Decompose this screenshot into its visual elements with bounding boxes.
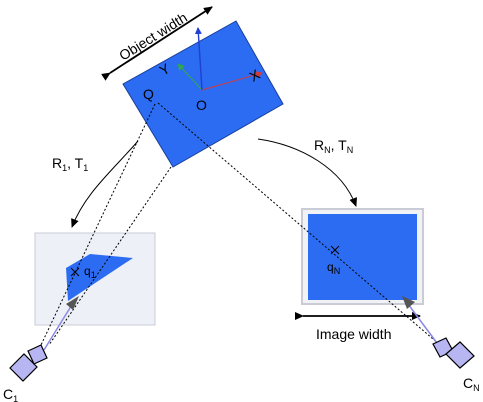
camera-1: [9, 344, 48, 382]
axis-y: [177, 63, 203, 91]
camera-1-ray-arrowhead: [66, 296, 79, 310]
axis-z: [194, 27, 203, 91]
camera-1-ray: [43, 302, 74, 351]
point-qn-label: qN: [327, 260, 340, 276]
camera-n-ray-arrowhead: [402, 296, 415, 309]
camera-1-label: C1: [3, 386, 18, 402]
transform-left-label: R1, T1: [52, 155, 88, 173]
camera-n: [432, 337, 475, 369]
point-q-label: Q: [143, 86, 154, 102]
camera-n-label: CN: [463, 375, 480, 393]
axis-x: [201, 71, 263, 91]
point-q1-marker: [70, 267, 80, 277]
origin-label: O: [196, 97, 207, 113]
point-q1-label: q1: [84, 264, 96, 280]
projection-ray-camera-n: [157, 102, 448, 352]
object-width-arrow: [101, 6, 213, 81]
projected-object-n: [308, 214, 417, 300]
transform-right-label: RN, TN: [314, 137, 353, 155]
transform-arrow-left: [71, 140, 139, 228]
image-width-label: Image width: [316, 326, 391, 342]
camera-n-ray: [407, 303, 438, 344]
projection-rays-camera-1: [40, 103, 172, 346]
transform-arrow-right: [257, 138, 357, 207]
projected-object-1: [66, 254, 133, 301]
